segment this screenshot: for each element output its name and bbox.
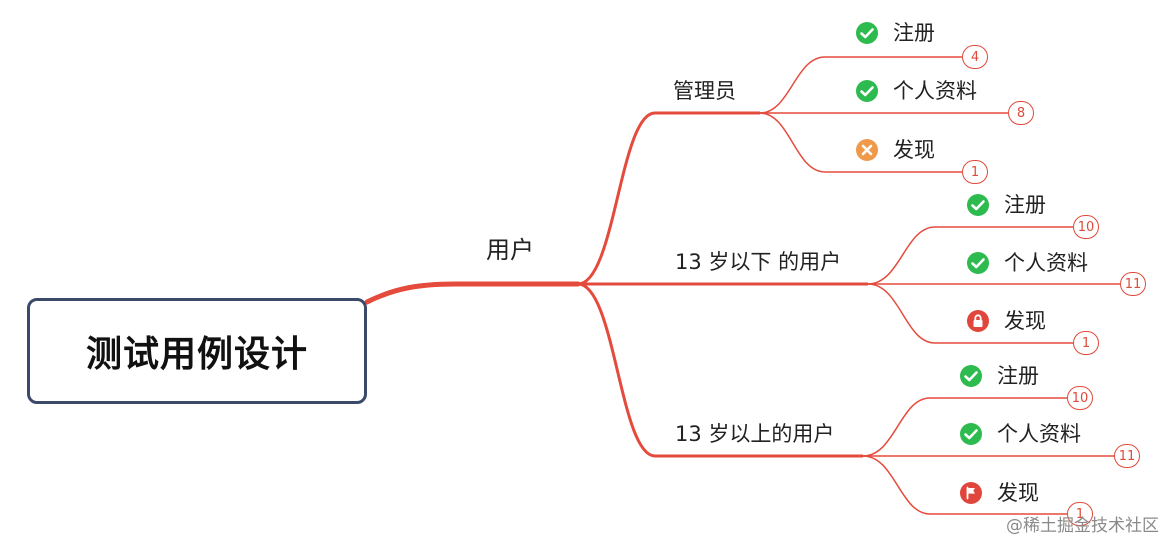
count-badge-g2-profile: 11 <box>1120 272 1146 296</box>
connector-branch-group-3 <box>577 282 863 458</box>
root-node[interactable]: 测试用例设计 <box>27 298 367 404</box>
leaf-label: 注册 <box>893 20 935 45</box>
leaf-label: 注册 <box>997 363 1039 388</box>
leaf-g1-register[interactable]: 注册 <box>855 21 935 45</box>
connector-g2-item3 <box>867 283 1073 344</box>
count-badge-g3-discover: 1 <box>1067 502 1093 526</box>
x-circle-icon <box>855 138 879 162</box>
leaf-label: 个人资料 <box>997 421 1081 446</box>
count-badge-g1-register: 4 <box>962 45 988 69</box>
count-badge-g3-register: 10 <box>1067 386 1093 410</box>
leaf-g1-discover[interactable]: 发现 <box>855 138 935 162</box>
check-circle-icon <box>966 251 990 275</box>
count-badge-g1-discover: 1 <box>962 160 988 184</box>
leaf-g3-profile[interactable]: 个人资料 <box>959 422 1081 446</box>
group-label-under13[interactable]: 13 岁以下 的用户 <box>675 250 842 274</box>
leaf-g2-discover[interactable]: 发现 <box>966 309 1046 333</box>
connector-branch-group-1 <box>577 111 760 286</box>
count-badge-g1-profile: 8 <box>1008 101 1034 125</box>
leaf-g3-register[interactable]: 注册 <box>959 364 1039 388</box>
check-circle-icon <box>855 79 879 103</box>
lock-icon <box>966 309 990 333</box>
connector-g1-item3 <box>759 112 962 173</box>
connector-g2-item1 <box>867 226 1073 285</box>
check-circle-icon <box>855 21 879 45</box>
connector-g3-item3 <box>862 455 1067 515</box>
leaf-label: 发现 <box>1004 308 1046 333</box>
leaf-label: 发现 <box>893 137 935 162</box>
count-badge-g2-register: 10 <box>1073 215 1099 239</box>
count-badge-g2-discover: 1 <box>1073 331 1099 355</box>
count-badge-g3-profile: 11 <box>1114 444 1140 468</box>
branch-label-users[interactable]: 用户 <box>486 236 534 264</box>
connector-g3-item1 <box>862 397 1067 457</box>
group-label-admin[interactable]: 管理员 <box>673 79 736 103</box>
connector-g1-item1 <box>759 56 962 114</box>
leaf-label: 注册 <box>1004 192 1046 217</box>
leaf-g1-profile[interactable]: 个人资料 <box>855 79 977 103</box>
leaf-g2-profile[interactable]: 个人资料 <box>966 251 1088 275</box>
watermark: @稀土掘金技术社区 <box>1006 516 1159 536</box>
check-circle-icon <box>959 364 983 388</box>
leaf-g2-register[interactable]: 注册 <box>966 193 1046 217</box>
leaf-label: 个人资料 <box>1004 250 1088 275</box>
check-circle-icon <box>959 422 983 446</box>
leaf-label: 发现 <box>997 480 1039 505</box>
connector-root-branch <box>364 281 581 305</box>
flag-icon <box>959 481 983 505</box>
leaf-g3-discover[interactable]: 发现 <box>959 481 1039 505</box>
root-label: 测试用例设计 <box>85 334 308 375</box>
group-label-over13[interactable]: 13 岁以上的用户 <box>675 422 835 446</box>
check-circle-icon <box>966 193 990 217</box>
leaf-label: 个人资料 <box>893 78 977 103</box>
